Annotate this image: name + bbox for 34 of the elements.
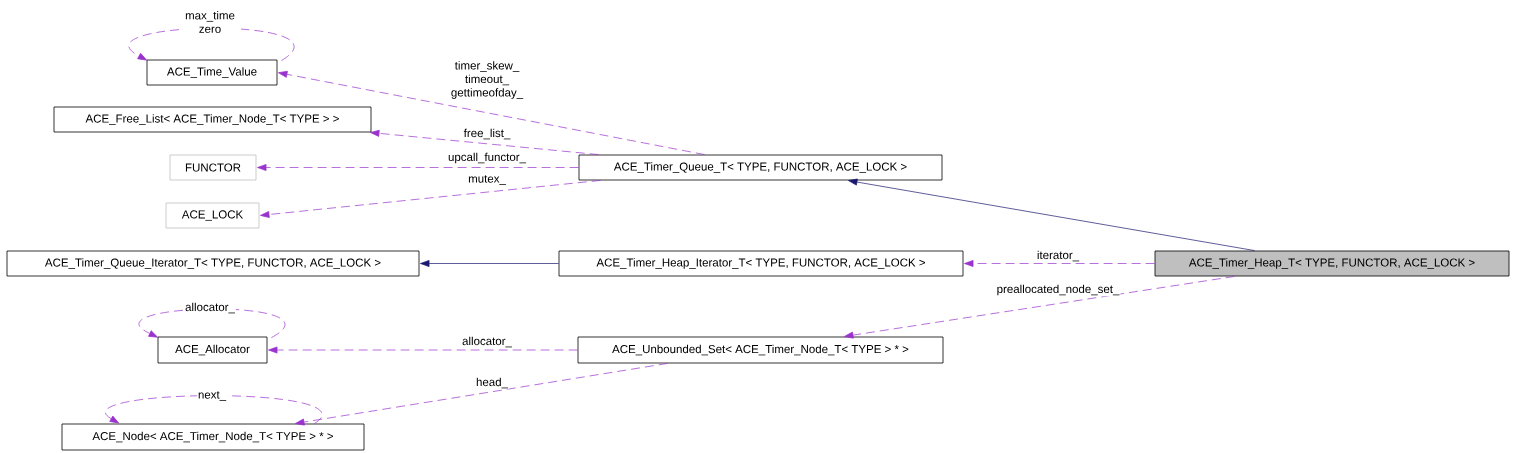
dashed-arrow <box>257 164 579 171</box>
arrow <box>420 260 559 267</box>
dashed-arrow <box>139 308 285 338</box>
edge-label: allocator_ <box>461 335 513 349</box>
dashed-arrow <box>844 276 1235 339</box>
class-box: ACE_Allocator <box>157 336 268 364</box>
edge-label: upcall_functor_ <box>447 151 527 165</box>
class-box: FUNCTOR <box>169 154 257 181</box>
edge-label: timer_skew_ timeout_ gettimeofday_ <box>441 60 533 100</box>
class-box: ACE_Free_List< ACE_Timer_Node_T< TYPE > > <box>53 106 372 133</box>
edge-label: free_list_ <box>462 127 512 141</box>
edge-label: max_time zero <box>179 10 241 34</box>
class-box: ACE_Timer_Queue_Iterator_T< TYPE, FUNCTOR, ACE_LOCK > <box>6 250 420 277</box>
dashed-arrow <box>295 363 668 426</box>
edge-label: preallocated_node_set_ <box>995 283 1121 297</box>
edge-label: next_ <box>196 390 228 402</box>
dashed-arrow <box>260 180 601 218</box>
edge-label: iterator_ <box>1035 249 1081 263</box>
arrow <box>848 178 1255 251</box>
class-box: ACE_LOCK <box>165 202 260 229</box>
edge-label: allocator_ <box>184 301 236 315</box>
dashed-arrow <box>964 260 1155 267</box>
class-box: ACE_Timer_Queue_T< TYPE, FUNCTOR, ACE_LOCK > <box>578 154 943 181</box>
class-box: ACE_Unbounded_Set< ACE_Timer_Node_T< TYPE > * > <box>577 336 944 364</box>
class-box: ACE_Node< ACE_Timer_Node_T< TYPE > * > <box>61 423 365 451</box>
dashed-arrow <box>278 70 705 155</box>
dashed-arrow <box>268 346 578 354</box>
class-box: ACE_Timer_Heap_Iterator_T< TYPE, FUNCTOR, ACE_LOCK > <box>558 250 964 277</box>
edge-label: head_ <box>475 376 509 390</box>
class-box: ACE_Time_Value <box>146 59 278 86</box>
class-box: ACE_Timer_Heap_T< TYPE, FUNCTOR, ACE_LOCK > <box>1154 250 1510 277</box>
dashed-arrow <box>105 395 323 424</box>
dashed-arrow <box>370 129 599 155</box>
edge-label: mutex_ <box>467 174 507 186</box>
